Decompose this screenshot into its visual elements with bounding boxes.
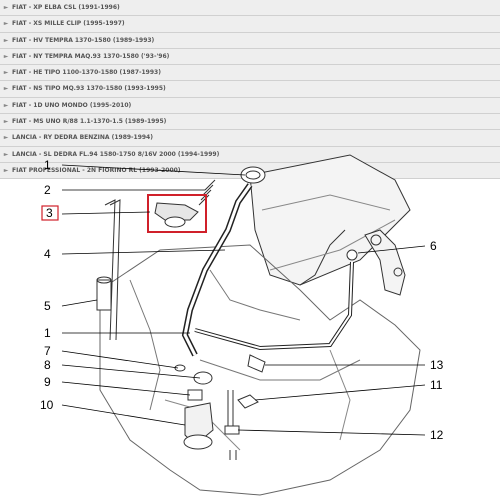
engine-sketch: [96, 154, 421, 496]
application-item[interactable]: ►LANCIA - RY DEDRA BENZINA (1989-1994): [0, 130, 500, 147]
application-label: FIAT - HE TIPO 1100-1370-1580 (1987-1993…: [12, 69, 161, 77]
application-label: FIAT - XS MILLE CLIP (1995-1997): [12, 20, 125, 28]
application-item[interactable]: ►LANCIA - SL DEDRA FL.94 1580-1750 8/16V…: [0, 146, 500, 163]
arrow-icon: ►: [3, 36, 9, 44]
callouts: 1 2 3 4 5 1 6 7 8 9 10 13 11 12: [40, 158, 444, 442]
application-label: LANCIA - SL DEDRA FL.94 1580-1750 8/16V …: [12, 150, 220, 158]
application-label: FIAT PROFESSIONAL - 2N FIORINO RL (1993-…: [12, 166, 181, 174]
application-label: FIAT - MS UNO R/88 1.1-1370-1.5 (1989-19…: [12, 118, 167, 126]
callout-label: 11: [430, 378, 443, 392]
leader-lines: [61, 164, 426, 436]
arrow-icon: ►: [3, 69, 9, 77]
application-item[interactable]: ►FIAT - HV TEMPRA 1370-1580 (1989-1993): [0, 32, 500, 49]
arrow-icon: ►: [3, 166, 9, 174]
application-label: FIAT - NS TIPO MQ.93 1370-1580 (1993-199…: [12, 85, 166, 93]
callout-label: 13: [430, 358, 444, 372]
application-item[interactable]: ►FIAT - NS TIPO MQ.93 1370-1580 (1993-19…: [0, 81, 500, 98]
arrow-icon: ►: [3, 134, 9, 142]
callout-label: 3: [46, 206, 53, 220]
callout-label: 12: [430, 428, 444, 442]
callout-label: 1: [44, 326, 51, 340]
application-label: FIAT - XP ELBA CSL (1991-1996): [12, 4, 120, 11]
highlight-box: [147, 194, 207, 233]
application-item[interactable]: ►FIAT - XP ELBA CSL (1991-1996): [0, 0, 500, 17]
callout-label: 9: [44, 375, 51, 389]
applications-list: ►FIAT - XP ELBA CSL (1991-1996) ►FIAT - …: [0, 0, 500, 180]
application-item[interactable]: ►FIAT - XS MILLE CLIP (1995-1997): [0, 16, 500, 33]
arrow-icon: ►: [3, 52, 9, 60]
application-label: LANCIA - RY DEDRA BENZINA (1989-1994): [12, 134, 153, 142]
application-label: FIAT - HV TEMPRA 1370-1580 (1989-1993): [12, 36, 155, 44]
callout-label: 2: [44, 183, 51, 197]
arrow-icon: ►: [3, 85, 9, 93]
application-item[interactable]: ►FIAT - 1D UNO MONDO (1995-2010): [0, 97, 500, 115]
callout-3-box: [41, 205, 59, 221]
callout-label: 6: [430, 239, 437, 253]
application-item[interactable]: ►FIAT - MS UNO R/88 1.1-1370-1.5 (1989-1…: [0, 114, 500, 131]
callout-label: 7: [44, 344, 51, 358]
arrow-icon: ►: [3, 101, 9, 109]
callout-label: 5: [44, 299, 51, 313]
arrow-icon: ►: [3, 20, 9, 28]
arrow-icon: ►: [3, 118, 9, 126]
callout-label: 10: [40, 398, 54, 412]
application-label: FIAT - 1D UNO MONDO (1995-2010): [12, 101, 132, 109]
application-item[interactable]: ►FIAT - HE TIPO 1100-1370-1580 (1987-199…: [0, 65, 500, 82]
callout-label: 4: [44, 247, 51, 261]
arrow-icon: ►: [3, 150, 9, 158]
arrow-icon: ►: [3, 4, 9, 11]
callout-label: 1: [44, 158, 51, 172]
application-label: FIAT - NY TEMPRA MAQ.93 1370-1580 ('93-'…: [12, 52, 170, 60]
application-item[interactable]: ►FIAT - NY TEMPRA MAQ.93 1370-1580 ('93-…: [0, 48, 500, 66]
callout-label: 8: [44, 358, 51, 372]
exploded-parts-diagram: 1 2 3 4 5 1 6 7 8 9 10 13 11 12: [40, 154, 444, 496]
